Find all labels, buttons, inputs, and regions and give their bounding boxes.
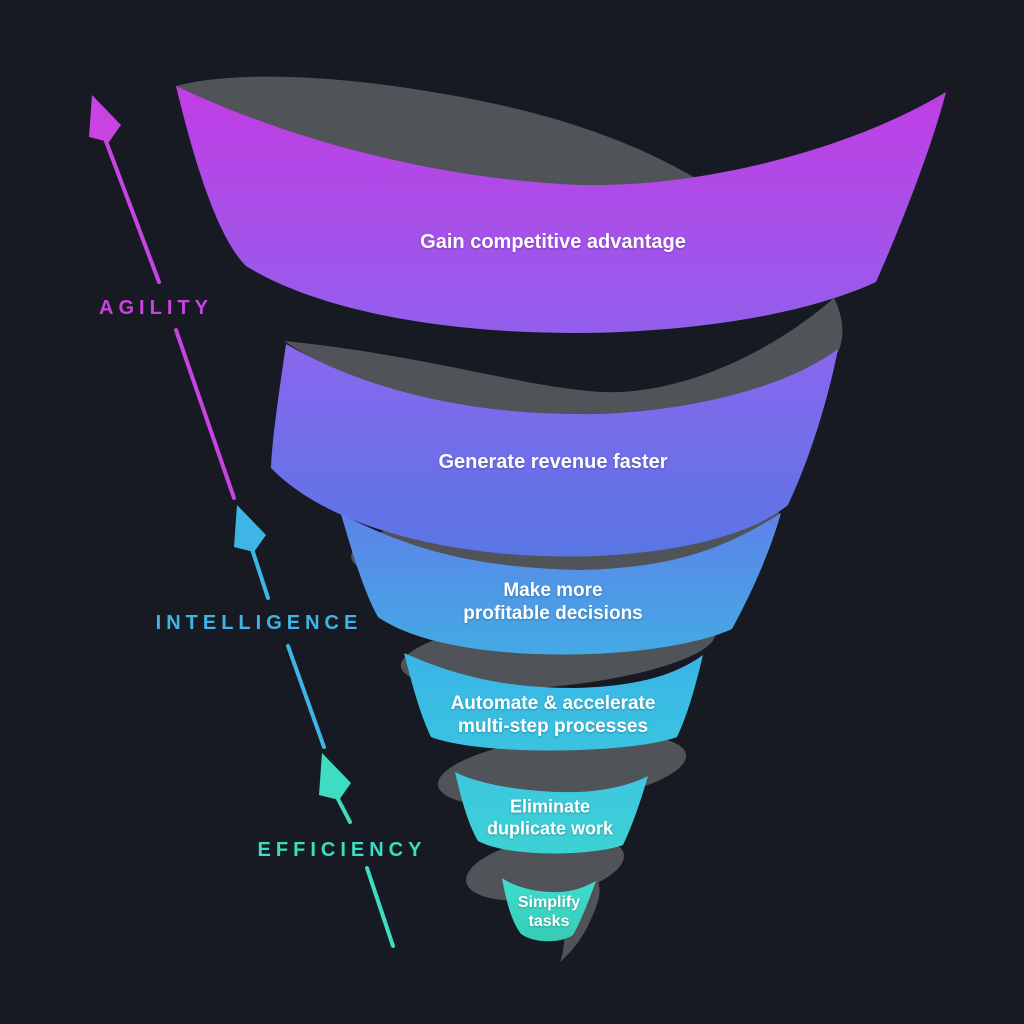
agility-arrowhead-icon bbox=[89, 95, 121, 142]
intelligence-arrow-line-lower bbox=[286, 644, 326, 749]
intelligence-arrowhead-icon bbox=[234, 505, 266, 552]
efficiency-arrowhead-icon bbox=[319, 753, 351, 800]
funnel-stage-2-shape bbox=[271, 344, 838, 557]
spiral-gap-1 bbox=[284, 298, 843, 425]
agility-arrow bbox=[89, 95, 236, 500]
funnel-stage-6-shape bbox=[502, 878, 596, 942]
efficiency-arrow-line-lower bbox=[365, 866, 395, 948]
efficiency-arrow bbox=[319, 753, 395, 948]
axis-label-agility: AGILITY bbox=[99, 297, 213, 319]
agility-arrow-line-lower bbox=[174, 328, 236, 500]
intelligence-arrow bbox=[234, 505, 326, 749]
funnel-stage-1-shape bbox=[176, 86, 946, 333]
funnel-stage-3-shape bbox=[341, 513, 781, 655]
agility-arrow-line-upper bbox=[102, 134, 161, 284]
axis-label-efficiency: EFFICIENCY bbox=[258, 839, 427, 861]
efficiency-arrow-line-upper bbox=[335, 795, 352, 824]
funnel-stage-4-shape bbox=[404, 653, 703, 751]
axis-label-intelligence: INTELLIGENCE bbox=[156, 612, 363, 634]
intelligence-arrow-line-upper bbox=[250, 547, 270, 600]
funnel-stage-5-shape bbox=[455, 772, 648, 854]
